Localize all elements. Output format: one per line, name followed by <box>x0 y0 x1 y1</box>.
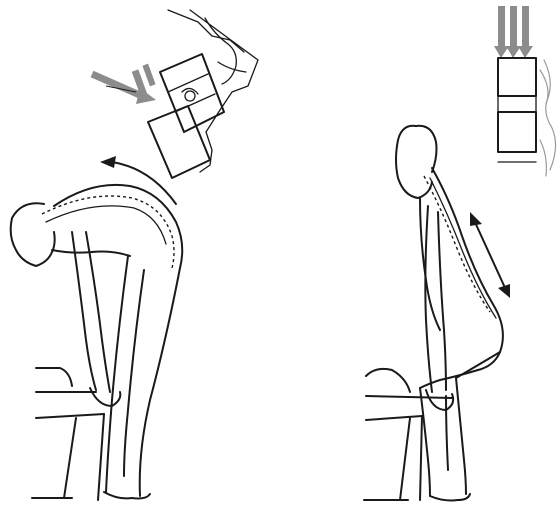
squatting-figure <box>396 126 503 501</box>
right-vertebrae-inset <box>494 6 556 176</box>
back-straight-arrow <box>470 212 510 298</box>
left-vertebrae-inset <box>92 10 258 178</box>
force-arrow-group-right <box>494 6 533 58</box>
right-panel <box>364 6 556 501</box>
right-box <box>364 369 452 500</box>
left-panel <box>11 10 258 500</box>
left-box <box>32 368 104 500</box>
force-arrow-group-left <box>92 64 156 104</box>
bent-over-figure <box>11 185 183 499</box>
